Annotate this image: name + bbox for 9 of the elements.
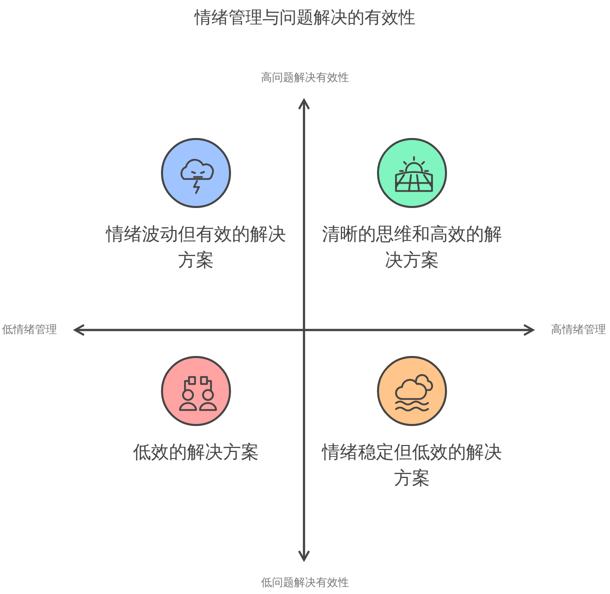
axis-label: 高问题解决有效性: [260, 70, 350, 86]
quadrant-label: 情绪稳定但低效的解决方案: [322, 441, 502, 491]
axis-label: 低情绪管理: [2, 322, 57, 338]
quadrant-label: 清晰的思维和高效的解决方案: [322, 223, 502, 273]
axis-label: 高情绪管理: [551, 322, 606, 338]
axis-label: 低问题解决有效性: [260, 575, 350, 591]
quadrant-label: 低效的解决方案: [132, 441, 260, 465]
quadrant-label: 情绪波动但有效的解决方案: [106, 223, 286, 273]
title: 情绪管理与问题解决的有效性: [193, 7, 416, 30]
